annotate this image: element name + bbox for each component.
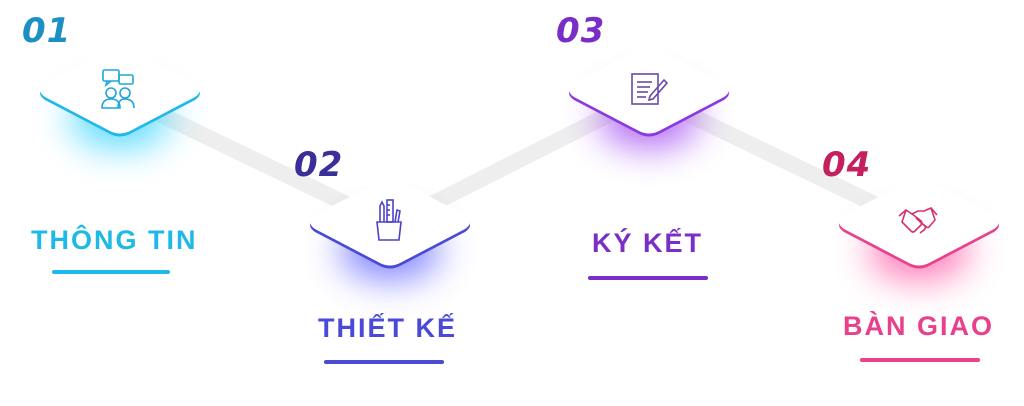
step-label: BÀN GIAO — [843, 311, 994, 341]
step-tile — [834, 180, 1004, 280]
step-tile — [305, 180, 475, 280]
step-underline — [588, 276, 708, 280]
step-number: 01 — [22, 11, 72, 51]
step-underline — [860, 358, 980, 362]
step-underline — [52, 270, 170, 274]
step-underline — [324, 360, 444, 364]
step-tile — [35, 48, 205, 148]
step-label: KÝ KẾT — [592, 228, 704, 258]
pencil-cup-icon — [369, 198, 409, 242]
step-label: THIẾT KẾ — [318, 313, 458, 343]
handshake-icon — [898, 198, 938, 242]
step-number: 04 — [822, 145, 872, 185]
chat-users-icon — [99, 66, 139, 110]
step-number: 03 — [556, 11, 606, 51]
step-number: 02 — [294, 145, 344, 185]
step-label: THÔNG TIN — [31, 225, 198, 255]
document-sign-icon — [628, 66, 668, 110]
step-tile — [564, 48, 734, 148]
